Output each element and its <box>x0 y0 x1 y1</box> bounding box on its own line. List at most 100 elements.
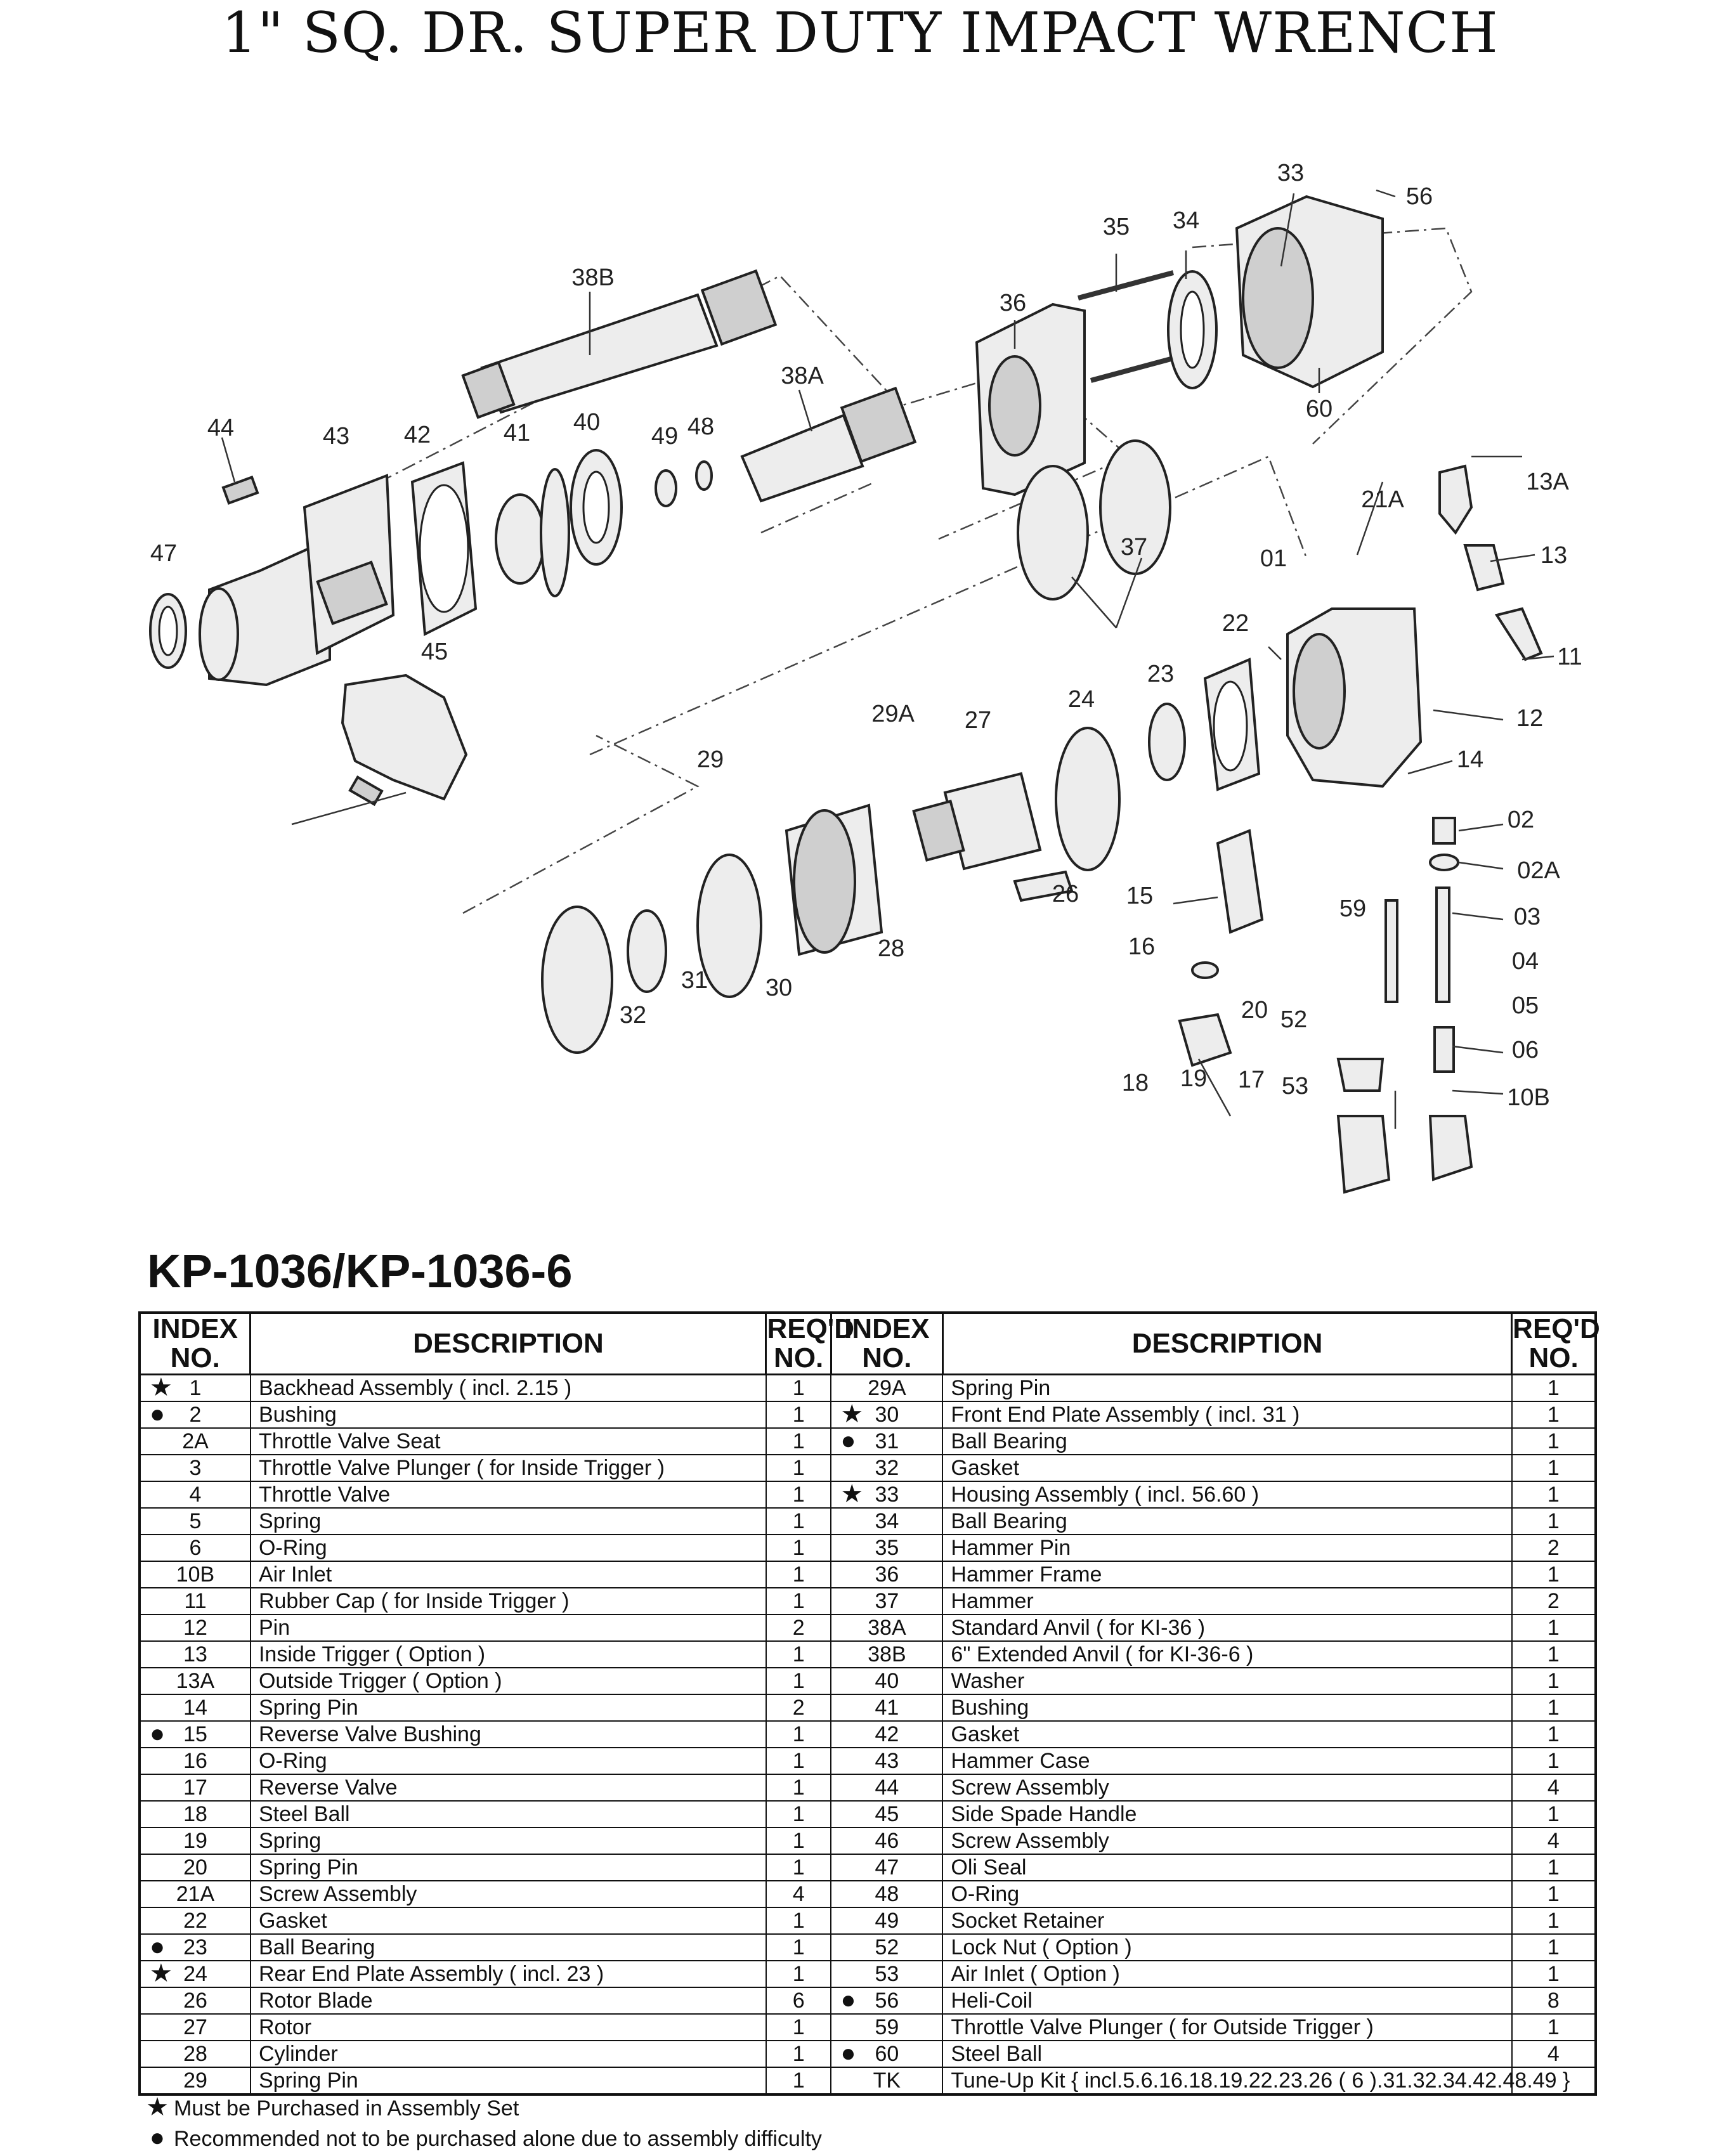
index-number: 11 <box>184 1589 207 1613</box>
callout-label: 13 <box>1541 542 1567 569</box>
callout-label: 53 <box>1282 1073 1308 1100</box>
callout-label: 60 <box>1306 396 1332 422</box>
callout-label: 59 <box>1339 895 1366 922</box>
description-cell: Gasket <box>942 1454 1513 1482</box>
quantity-cell: 2 <box>1511 1534 1597 1562</box>
quantity-cell: 1 <box>765 1507 832 1535</box>
index-number: 22 <box>183 1909 207 1933</box>
index-cell: 29A <box>830 1373 944 1402</box>
index-number: 2A <box>182 1429 209 1453</box>
description-cell: Side Spade Handle <box>942 1800 1513 1828</box>
description-cell: Heli-Coil <box>942 1987 1513 2015</box>
description-cell: O-Ring <box>249 1534 767 1562</box>
marker-icon: ★ <box>150 1373 173 1401</box>
header-description: DESCRIPTION <box>249 1311 767 1375</box>
index-number: 52 <box>875 1935 899 1959</box>
callout-label: 32 <box>620 1002 646 1029</box>
quantity-cell: 6 <box>765 1987 832 2015</box>
callout-label: 15 <box>1126 883 1153 909</box>
description-cell: Steel Ball <box>942 2040 1513 2068</box>
rear-plate-24 <box>1055 727 1121 871</box>
description-cell: Hammer Pin <box>942 1534 1513 1562</box>
leader-lines <box>221 189 1554 1129</box>
index-cell: 48 <box>830 1880 944 1908</box>
hammer-case-43 <box>199 474 395 687</box>
index-cell: 21A <box>139 1880 251 1908</box>
description-cell: 6" Extended Anvil ( for KI-36-6 ) <box>942 1640 1513 1668</box>
description-cell: Air Inlet <box>249 1561 767 1588</box>
description-cell: Rubber Cap ( for Inside Trigger ) <box>249 1587 767 1615</box>
quantity-cell: 1 <box>1511 1507 1597 1535</box>
callout-label: 19 <box>1180 1065 1207 1092</box>
index-cell: 10B <box>139 1561 251 1588</box>
description-cell: Gasket <box>942 1720 1513 1748</box>
index-cell: ★ 30 <box>830 1400 944 1429</box>
quantity-cell: 1 <box>1511 1481 1597 1509</box>
index-cell: 29 <box>139 2067 251 2095</box>
description-cell: Screw Assembly <box>942 1827 1513 1855</box>
air-inlets <box>1336 1058 1473 1194</box>
quantity-cell: 1 <box>1511 1373 1597 1402</box>
description-cell: Steel Ball <box>249 1800 767 1828</box>
callout-label: 48 <box>687 413 714 440</box>
index-number: 56 <box>875 1989 899 2013</box>
gasket-22 <box>1203 658 1261 791</box>
callout-label: 44 <box>207 415 234 441</box>
index-cell: 22 <box>139 1907 251 1935</box>
callout-label: 29A <box>871 701 915 727</box>
marker-icon: ● <box>840 1427 856 1455</box>
quantity-cell: 1 <box>1511 1694 1597 1722</box>
header-description: DESCRIPTION <box>941 1311 1513 1375</box>
quantity-cell: 2 <box>765 1694 832 1722</box>
index-cell: 4 <box>139 1481 251 1509</box>
description-cell: Bushing <box>249 1401 767 1429</box>
callout-label: 35 <box>1103 214 1130 240</box>
screw-46 <box>348 775 384 807</box>
quantity-cell <box>1511 2067 1597 2095</box>
quantity-cell: 1 <box>1511 1614 1597 1642</box>
housing-33 <box>1235 195 1384 389</box>
index-cell: 38B <box>830 1640 944 1668</box>
gasket-42 <box>410 461 478 637</box>
quantity-cell: 1 <box>1511 1880 1597 1908</box>
callout-label: 20 <box>1241 997 1268 1023</box>
callout-labels: 33 56 35 34 38B 36 38A 60 44 43 42 41 40… <box>150 160 1582 1111</box>
index-number: 19 <box>183 1829 207 1853</box>
quantity-cell: 1 <box>765 1720 832 1748</box>
extended-anvil-38b <box>461 269 778 419</box>
index-number: 4 <box>189 1483 202 1507</box>
index-number: 43 <box>875 1749 899 1773</box>
retainer-49-48 <box>655 460 713 507</box>
description-cell: Ball Bearing <box>942 1427 1513 1455</box>
description-cell: Front End Plate Assembly ( incl. 31 ) <box>942 1401 1513 1429</box>
index-number: 30 <box>875 1403 899 1427</box>
description-cell: Outside Trigger ( Option ) <box>249 1667 767 1695</box>
description-cell: Throttle Valve Seat <box>249 1427 767 1455</box>
index-number: 38A <box>868 1616 906 1640</box>
index-number: 28 <box>183 2042 207 2066</box>
description-cell: Spring <box>249 1507 767 1535</box>
description-cell: Throttle Valve Plunger ( for Inside Trig… <box>249 1454 767 1482</box>
quantity-cell: 1 <box>1511 1401 1597 1429</box>
callout-label: 03 <box>1514 904 1541 930</box>
index-number: 10B <box>176 1562 215 1587</box>
callout-label: 04 <box>1512 948 1539 975</box>
quantity-cell: 1 <box>765 1907 832 1935</box>
oil-seal-47 <box>149 593 187 669</box>
description-cell: Inside Trigger ( Option ) <box>249 1640 767 1668</box>
marker-icon: ★ <box>840 1400 864 1428</box>
cylinder-28 <box>785 803 883 956</box>
quantity-cell: 1 <box>1511 1800 1597 1828</box>
quantity-cell: 1 <box>1511 1720 1597 1748</box>
